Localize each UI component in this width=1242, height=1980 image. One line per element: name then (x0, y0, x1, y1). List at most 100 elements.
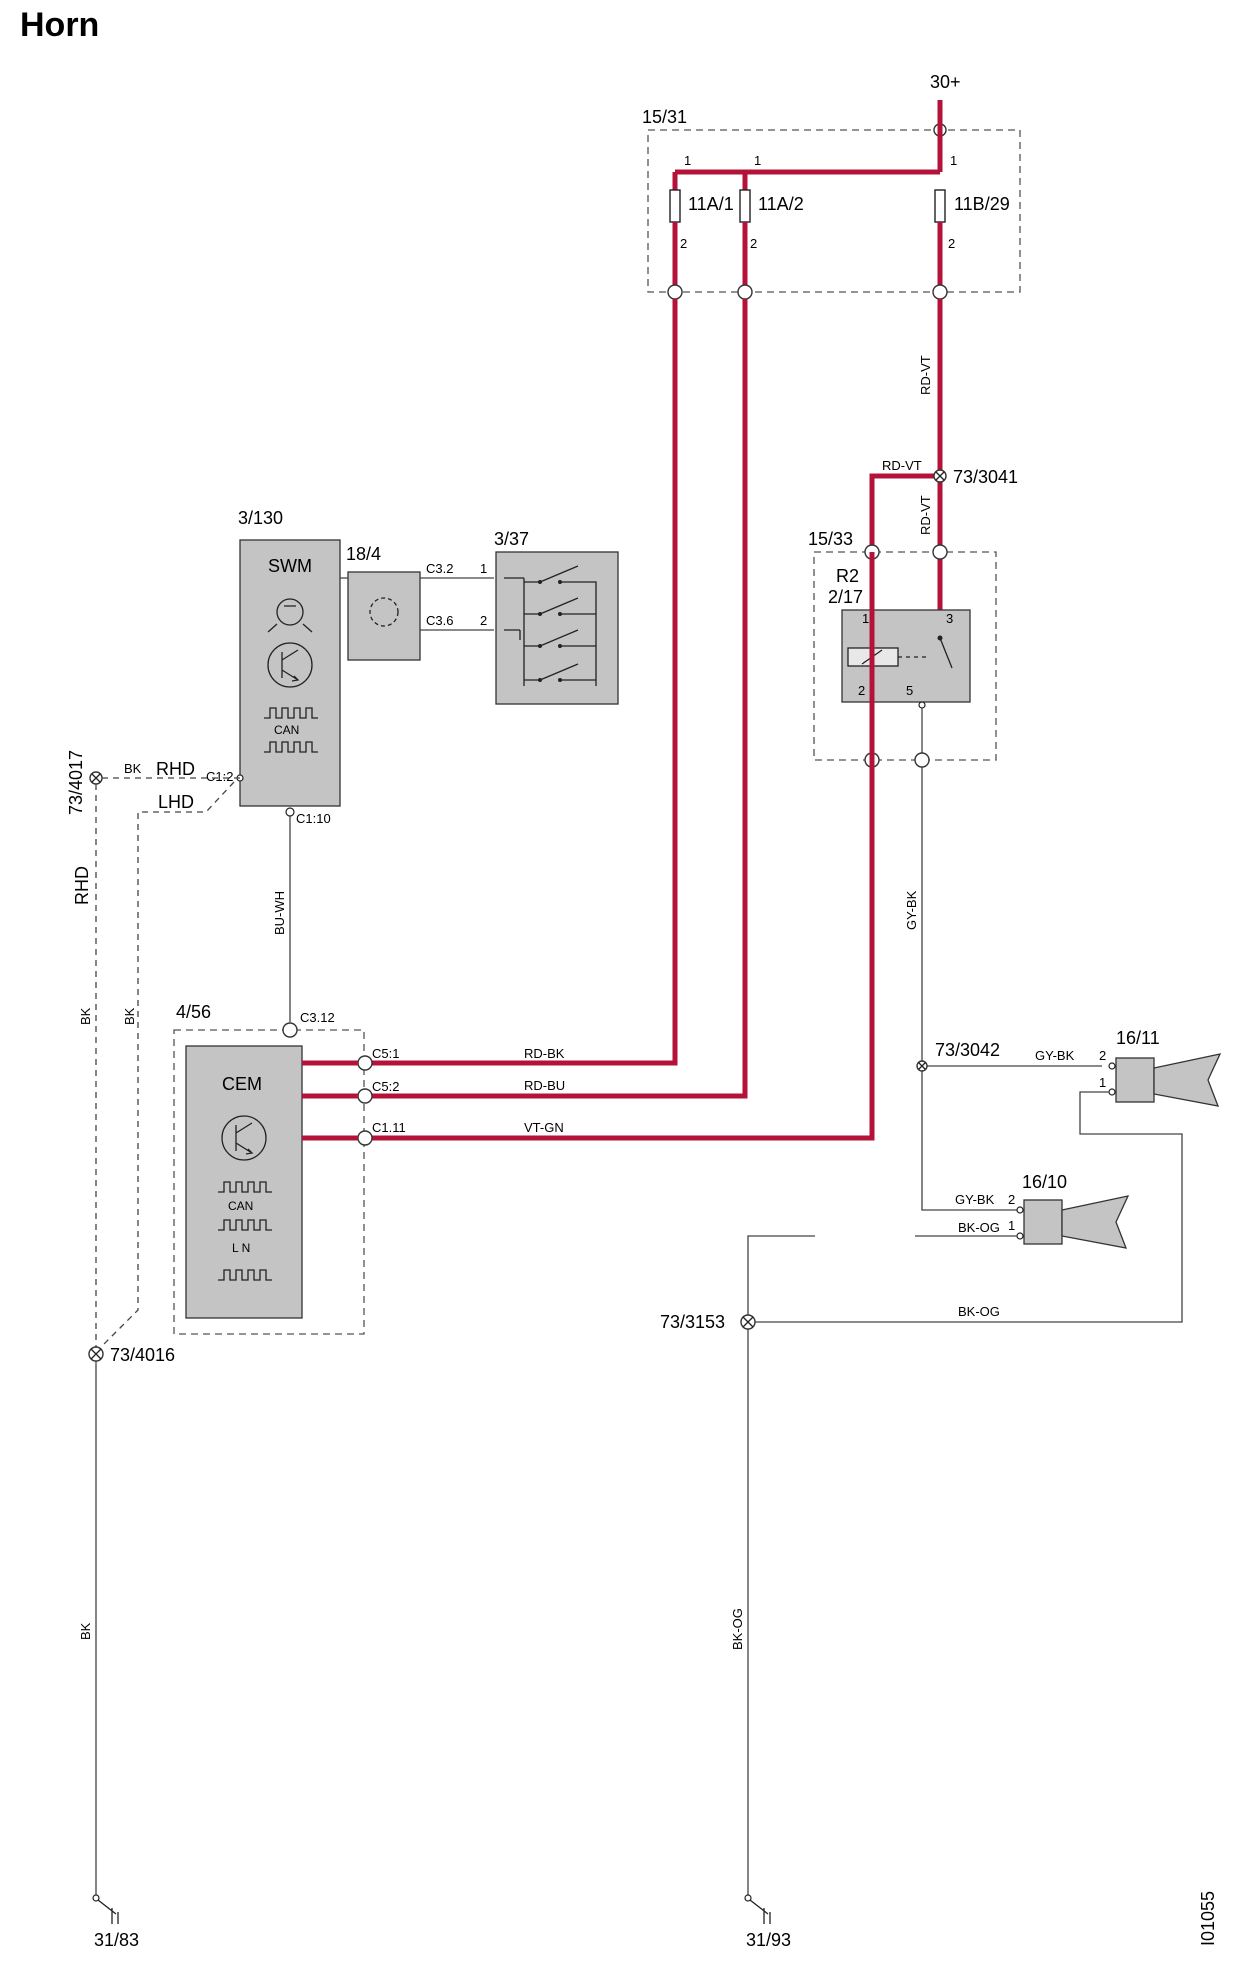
wire-rd-bu (365, 299, 748, 1099)
horn-low-pin1-terminal (1016, 1232, 1024, 1240)
fuse-1-pin2: 2 (680, 236, 687, 251)
relay-pin3: 3 (946, 611, 953, 626)
cem-c312-connector (282, 1022, 298, 1038)
swm-can-signal-top (264, 707, 318, 719)
fuse-2-pin1: 1 (754, 153, 761, 168)
cem-name: CEM (222, 1074, 262, 1094)
fuse-1-output-connector (667, 284, 683, 300)
fuse-1-pin1: 1 (684, 153, 691, 168)
swm-c110-terminal (285, 807, 295, 817)
fuse-1-label: 11A/1 (688, 194, 734, 214)
cem-outline (173, 1029, 365, 1335)
splice-4016-label: 73/4016 (110, 1345, 175, 1365)
wire-vt-gn-label: VT-GN (524, 1120, 564, 1135)
swm-can-signal-bottom (264, 741, 318, 753)
horn-high-pin1: 1 (1099, 1075, 1106, 1090)
relay-name: R2 (836, 566, 859, 586)
swm-module (239, 539, 341, 807)
wire-rd-bk (365, 299, 678, 1066)
cem-module (185, 1045, 303, 1319)
cem-lin-signal (218, 1269, 272, 1281)
lhd-label: LHD (158, 792, 194, 812)
cem-c51-pin: C5:1 (372, 1046, 399, 1061)
cem-c111-pin: C1.11 (372, 1120, 406, 1135)
horn-switch-pin1: 1 (480, 561, 487, 576)
wire-bk-og-ground (747, 1235, 815, 1898)
swm-can-label: CAN (274, 723, 299, 737)
splice-4016-mark (90, 1348, 102, 1360)
fuse-3-pin2: 2 (948, 236, 955, 251)
wire-bk-og-label-2: BK-OG (958, 1304, 1000, 1319)
wire-rd-vt-label-2: RD-VT (882, 458, 922, 473)
relay-pin5: 5 (906, 683, 913, 698)
cem-c52-connector (357, 1088, 373, 1104)
horn-low-label: 16/10 (1022, 1172, 1067, 1192)
wire-bk-og-label-3: BK-OG (730, 1608, 745, 1650)
splice-3042-mark (918, 1062, 926, 1070)
wire-bk-label-3: BK (78, 1622, 93, 1640)
wire-rd-bk-label: RD-BK (524, 1046, 565, 1061)
cem-can-signal-top (218, 1181, 272, 1193)
ground-31-93-label: 31/93 (746, 1930, 791, 1950)
relay-box-outline (813, 551, 997, 761)
swm-ref-label: 3/130 (238, 508, 283, 528)
wire-bk-lhd (103, 781, 235, 1345)
cem-c111-connector (357, 1130, 373, 1146)
ground-31-83-terminal (92, 1894, 100, 1902)
wire-bk-og-label-1: BK-OG (958, 1220, 1000, 1235)
cem-c312-pin: C3.12 (300, 1010, 335, 1025)
fuse-3-label: 11B/29 (954, 194, 1010, 214)
swm-c12-pin: C1:2 (206, 769, 233, 784)
ground-31-83-icon (97, 1899, 119, 1924)
clock-spring-c32-pin: C3.2 (426, 561, 453, 576)
cem-internal-wires (302, 1060, 358, 1141)
fuse-2-label: 11A/2 (758, 194, 804, 214)
horn-high-body (1115, 1057, 1155, 1103)
swm-c110-pin: C1:10 (296, 811, 331, 826)
relay-contact-output-connector (914, 752, 930, 768)
rhd-label-side: RHD (72, 866, 92, 905)
horn-high-icon (1153, 1053, 1222, 1107)
ground-31-93-icon (749, 1899, 771, 1924)
horn-high-pin1-terminal (1108, 1088, 1116, 1096)
relay-contact-input-connector (932, 544, 948, 560)
transistor-icon (267, 642, 313, 688)
fuse-3-pin1: 1 (950, 153, 957, 168)
wire-rd-vt-label-1: RD-VT (918, 355, 933, 395)
splice-4017-label: 73/4017 (66, 750, 86, 815)
fuse-box-outline (647, 129, 1021, 293)
horn-low-body (1023, 1199, 1063, 1245)
wire-vt-gn (365, 552, 875, 1141)
steering-wheel-icon (267, 598, 313, 633)
cem-transistor-icon (221, 1115, 267, 1161)
splice-4017-mark (91, 773, 101, 783)
horn-low-pin2-terminal (1016, 1206, 1024, 1214)
rhd-label-top: RHD (156, 759, 195, 779)
wire-bk-label-2: BK (122, 1007, 137, 1025)
splice-3153-label: 73/3153 (660, 1312, 725, 1332)
horn-low-pin2: 2 (1008, 1192, 1015, 1207)
horn-switch-module (495, 551, 619, 705)
horn-high-pin2-terminal (1108, 1062, 1116, 1070)
fuse-2-output-connector (737, 284, 753, 300)
ground-31-93-terminal (744, 1894, 752, 1902)
clock-spring-label: 18/4 (346, 544, 381, 564)
wire-gy-bk-label-1: GY-BK (904, 890, 919, 930)
fuse-bus-wire (672, 100, 943, 190)
relay-r2 (841, 609, 971, 703)
splice-3041-mark (935, 471, 945, 481)
wire-bk-label-rhd: BK (124, 761, 142, 776)
relay-box-label: 15/33 (808, 529, 853, 549)
relay-pin2: 2 (858, 683, 865, 698)
wire-rd-vt-relay-coil (869, 473, 940, 548)
horn-switch-pin2: 2 (480, 613, 487, 628)
wire-bk-og-high-ground (748, 1091, 1183, 1323)
clock-spring (347, 571, 421, 661)
splice-3041-label: 73/3041 (953, 467, 1018, 487)
wire-rd-bu-label: RD-BU (524, 1078, 565, 1093)
fuse-3-output-connector (932, 284, 948, 300)
fuse-11b29 (934, 189, 946, 223)
horn-switch-contacts-icon (504, 565, 597, 686)
ground-31-83-label: 31/83 (94, 1930, 139, 1950)
